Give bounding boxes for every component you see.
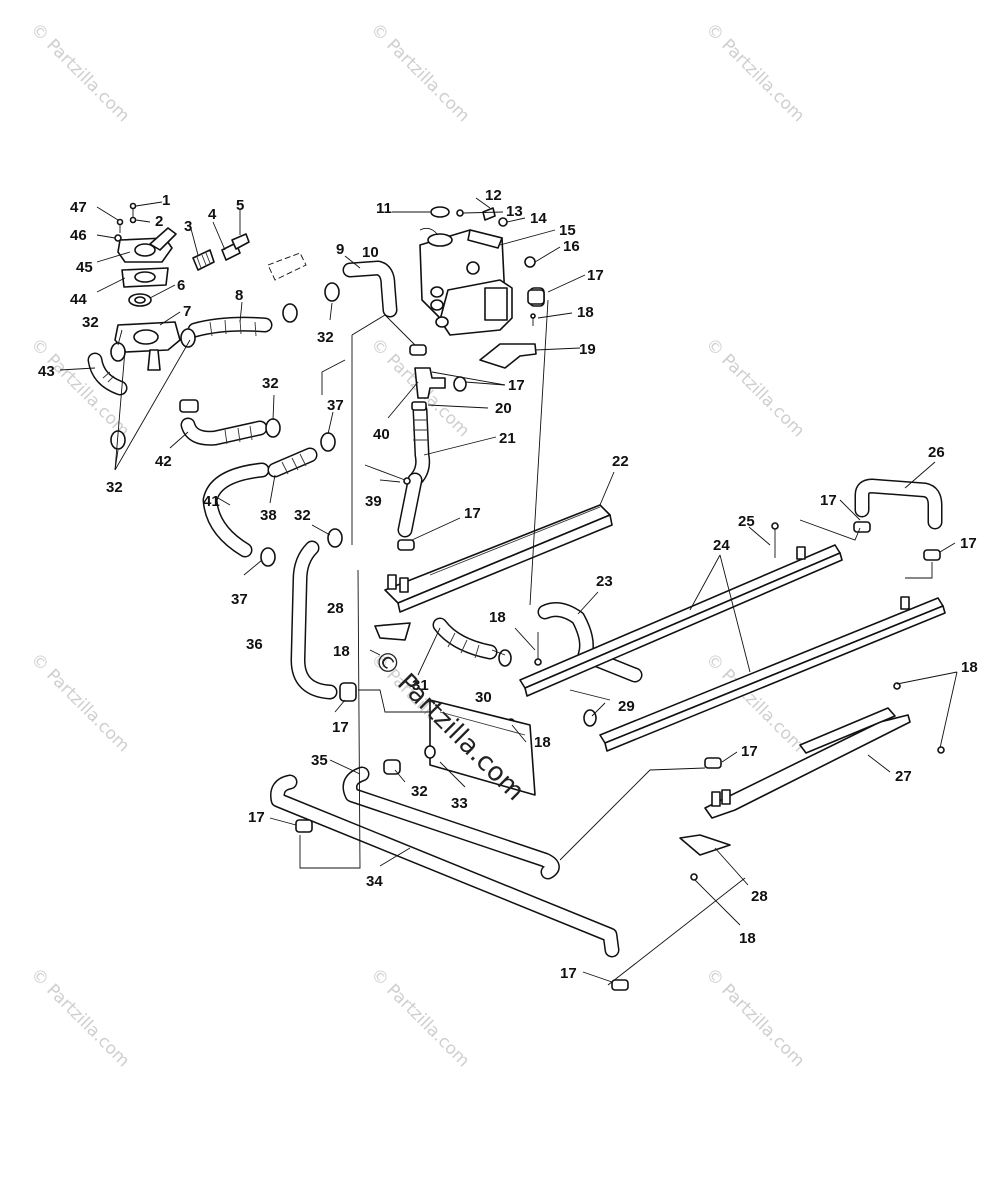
callout-17c: 17 bbox=[464, 505, 481, 522]
watermark-text: © Partzilla.com bbox=[26, 649, 133, 756]
callout-27: 27 bbox=[895, 768, 912, 785]
callout-36: 36 bbox=[246, 636, 263, 653]
callout-37b: 37 bbox=[231, 591, 248, 608]
clamp-group bbox=[110, 282, 945, 991]
callout-32e: 32 bbox=[294, 507, 311, 524]
callout-1: 1 bbox=[162, 192, 170, 209]
callout-18c: 18 bbox=[333, 643, 350, 660]
hose-group-left bbox=[87, 260, 943, 700]
callout-29: 29 bbox=[618, 698, 635, 715]
callout-32d: 32 bbox=[106, 479, 123, 496]
radiator-block-group bbox=[430, 279, 545, 369]
watermark-text: © Partzilla.com bbox=[701, 964, 808, 1071]
callout-10: 10 bbox=[362, 244, 379, 261]
callout-24: 24 bbox=[713, 537, 730, 554]
callout-35: 35 bbox=[311, 752, 328, 769]
callout-12: 12 bbox=[485, 187, 502, 204]
tube-group bbox=[270, 766, 620, 958]
callout-33: 33 bbox=[451, 795, 468, 812]
callout-30: 30 bbox=[475, 689, 492, 706]
callout-44: 44 bbox=[70, 291, 87, 308]
callout-7: 7 bbox=[183, 303, 191, 320]
callout-22: 22 bbox=[612, 453, 629, 470]
callout-19: 19 bbox=[579, 341, 596, 358]
callout-15: 15 bbox=[559, 222, 576, 239]
callout-labels: 1 2 3 4 5 6 7 8 9 10 11 12 13 14 15 16 1… bbox=[38, 187, 978, 982]
callout-17f: 17 bbox=[332, 719, 349, 736]
callout-6: 6 bbox=[177, 277, 185, 294]
callout-13: 13 bbox=[506, 203, 523, 220]
callout-18d: 18 bbox=[534, 734, 551, 751]
callout-8: 8 bbox=[235, 287, 243, 304]
callout-41: 41 bbox=[203, 493, 220, 510]
callout-31: 31 bbox=[412, 677, 429, 694]
callout-37a: 37 bbox=[327, 397, 344, 414]
callout-26: 26 bbox=[928, 444, 945, 461]
callout-32a: 32 bbox=[82, 314, 99, 331]
callout-17i: 17 bbox=[560, 965, 577, 982]
callout-9: 9 bbox=[336, 241, 344, 258]
callout-18a: 18 bbox=[577, 304, 594, 321]
callout-21: 21 bbox=[499, 430, 516, 447]
watermark-text: © Partzilla.com bbox=[366, 19, 473, 126]
watermark-text: © Partzilla.com bbox=[26, 19, 133, 126]
callout-28b: 28 bbox=[751, 888, 768, 905]
watermark-text: © Partzilla.com bbox=[701, 334, 808, 441]
callout-39: 39 bbox=[365, 493, 382, 510]
callout-17e: 17 bbox=[960, 535, 977, 552]
callout-34: 34 bbox=[366, 873, 383, 890]
leader-lines bbox=[59, 197, 958, 983]
bracket-group bbox=[374, 622, 731, 856]
callout-32b: 32 bbox=[317, 329, 334, 346]
callout-47: 47 bbox=[70, 199, 87, 216]
watermark-text: © Partzilla.com bbox=[701, 19, 808, 126]
watermark-layer: © Partzilla.com © Partzilla.com © Partzi… bbox=[26, 19, 808, 1071]
callout-11: 11 bbox=[376, 200, 392, 217]
callout-17g: 17 bbox=[741, 743, 758, 760]
callout-43: 43 bbox=[38, 363, 55, 380]
heat-exchanger-group bbox=[384, 504, 946, 819]
callout-32f: 32 bbox=[411, 783, 428, 800]
callout-40: 40 bbox=[373, 426, 390, 443]
callout-2: 2 bbox=[155, 213, 163, 230]
watermark-text: © Partzilla.com bbox=[366, 964, 473, 1071]
callout-16: 16 bbox=[563, 238, 580, 255]
callout-46: 46 bbox=[70, 227, 87, 244]
callout-5: 5 bbox=[236, 197, 244, 214]
callout-17a: 17 bbox=[587, 267, 604, 284]
callout-32c: 32 bbox=[262, 375, 279, 392]
callout-28a: 28 bbox=[327, 600, 344, 617]
thermostat-housing-group bbox=[114, 202, 307, 371]
callout-17b: 17 bbox=[508, 377, 525, 394]
callout-23: 23 bbox=[596, 573, 613, 590]
callout-18b: 18 bbox=[489, 609, 506, 626]
callout-20: 20 bbox=[495, 400, 512, 417]
callout-3: 3 bbox=[184, 218, 192, 235]
callout-14: 14 bbox=[530, 210, 547, 227]
callout-45: 45 bbox=[76, 259, 93, 276]
callout-17d: 17 bbox=[820, 492, 837, 509]
callout-18e: 18 bbox=[961, 659, 978, 676]
callout-17h: 17 bbox=[248, 809, 265, 826]
callout-18f: 18 bbox=[739, 930, 756, 947]
callout-4: 4 bbox=[208, 206, 217, 223]
watermark-text: © Partzilla.com bbox=[26, 964, 133, 1071]
callout-38: 38 bbox=[260, 507, 277, 524]
callout-42: 42 bbox=[155, 453, 172, 470]
callout-25: 25 bbox=[738, 513, 755, 530]
routing-lines bbox=[299, 299, 933, 986]
